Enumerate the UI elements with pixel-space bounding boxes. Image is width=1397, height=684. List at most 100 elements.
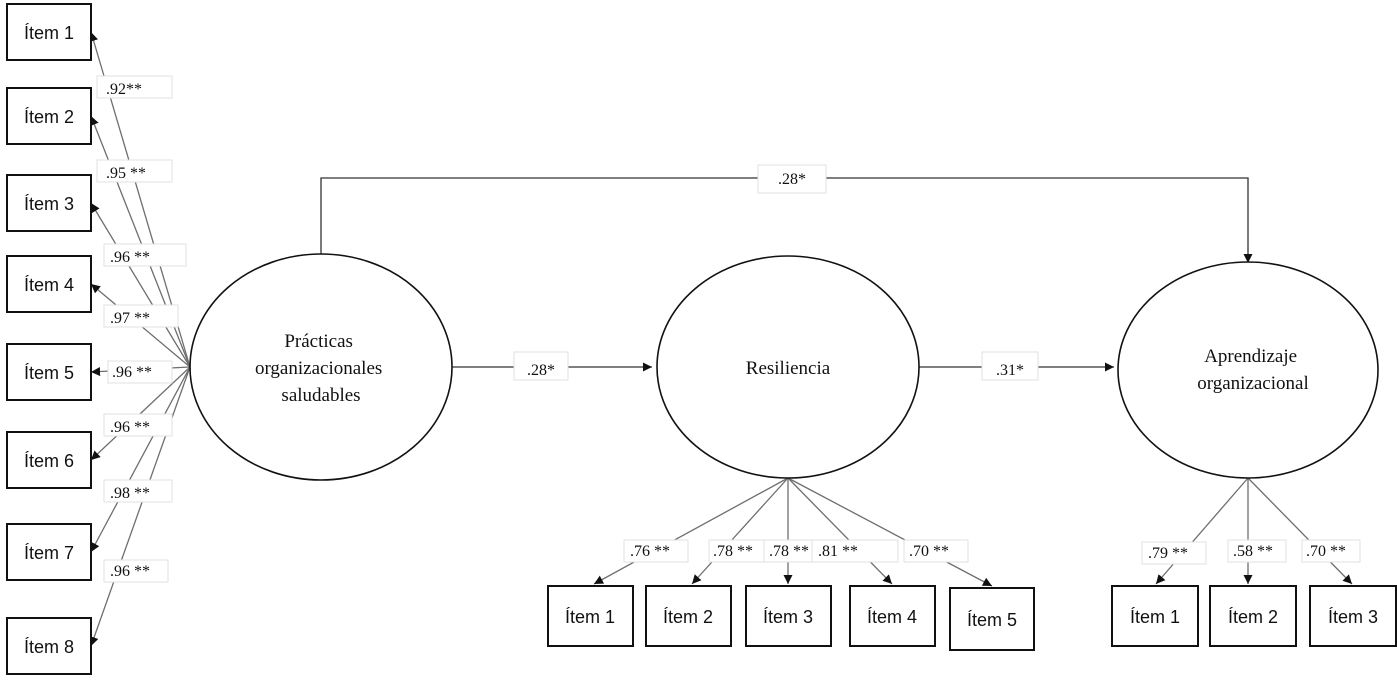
svg-text:.96 **: .96 ** bbox=[112, 364, 152, 381]
practicas-item-4: Ítem 4 bbox=[6, 255, 92, 313]
resiliencia-item-4: Ítem 4 bbox=[849, 585, 936, 647]
loading-label-r-1: .76 ** bbox=[623, 539, 689, 563]
svg-text:.70 **: .70 ** bbox=[909, 543, 949, 560]
loading-label-p-7: .98 ** bbox=[103, 479, 173, 503]
svg-text:.70 **: .70 ** bbox=[1306, 543, 1346, 560]
svg-text:.97 **: .97 ** bbox=[110, 310, 150, 327]
path-coefficient-labels: .28* .31* .28* bbox=[513, 164, 1039, 381]
latent-aprendizaje-line-1: Aprendizaje bbox=[1204, 346, 1297, 367]
svg-text:.58 **: .58 ** bbox=[1233, 543, 1273, 560]
loading-label-p-2: .95 ** bbox=[96, 159, 173, 183]
item-label: Ítem 4 bbox=[867, 607, 917, 627]
practicas-items: Ítem 1 Ítem 2 Ítem 3 Ítem 4 Ítem 5 Ítem … bbox=[6, 3, 92, 675]
practicas-item-1: Ítem 1 bbox=[6, 3, 92, 61]
latent-aprendizaje-line-2: organizacional bbox=[1197, 373, 1309, 394]
loading-line-p-item-7 bbox=[90, 366, 191, 553]
loading-line-r-item-5 bbox=[787, 477, 993, 587]
item-label: Ítem 1 bbox=[565, 607, 615, 627]
svg-text:.28*: .28* bbox=[778, 171, 806, 188]
resiliencia-loading-lines bbox=[593, 477, 993, 587]
loading-label-p-5: .96 ** bbox=[107, 360, 173, 384]
item-label: Ítem 5 bbox=[24, 363, 74, 383]
practicas-loading-labels: .92** .95 ** .96 ** .97 ** .96 ** .96 **… bbox=[96, 75, 187, 583]
aprendizaje-item-3: Ítem 3 bbox=[1309, 585, 1397, 647]
latent-practicas-line-1: Prácticas bbox=[284, 331, 353, 352]
svg-text:.92**: .92** bbox=[106, 81, 142, 98]
loading-line-p-item-8 bbox=[89, 366, 191, 647]
svg-text:.95 **: .95 ** bbox=[106, 165, 146, 182]
loading-label-r-5: .70 ** bbox=[903, 539, 969, 563]
practicas-item-3: Ítem 3 bbox=[6, 174, 92, 232]
resiliencia-item-3: Ítem 3 bbox=[745, 585, 832, 647]
practicas-item-8: Ítem 8 bbox=[6, 617, 92, 675]
svg-text:Prácticas organizacional: Prácticas organizacionales saludables bbox=[255, 331, 387, 406]
item-label: Ítem 2 bbox=[663, 607, 713, 627]
resiliencia-loading-labels: .76 ** .78 ** .78 ** .81 ** .70 ** bbox=[623, 539, 969, 563]
svg-text:Resiliencia: Resiliencia bbox=[746, 358, 831, 379]
item-label: Ítem 2 bbox=[1228, 607, 1278, 627]
practicas-item-2: Ítem 2 bbox=[6, 87, 92, 145]
loading-label-p-3: .96 ** bbox=[103, 243, 187, 267]
latent-resiliencia-line-1: Resiliencia bbox=[746, 358, 831, 379]
latent-aprendizaje: Aprendizaje organizacional bbox=[1117, 261, 1379, 479]
resiliencia-items: Ítem 1 Ítem 2 Ítem 3 Ítem 4 Ítem 5 bbox=[547, 585, 1035, 651]
loading-label-a-2: .58 ** bbox=[1227, 539, 1287, 563]
loading-line-r-item-1 bbox=[593, 477, 789, 585]
svg-text:Aprendizaje organizacion: Aprendizaje organizacional bbox=[1197, 346, 1309, 394]
loading-line-r-item-4 bbox=[787, 477, 893, 585]
svg-text:.96 **: .96 ** bbox=[110, 249, 150, 266]
item-label: Ítem 5 bbox=[967, 610, 1017, 630]
item-label: Ítem 6 bbox=[24, 451, 74, 471]
item-label: Ítem 3 bbox=[24, 194, 74, 214]
aprendizaje-loading-labels: .79 ** .58 ** .70 ** bbox=[1141, 539, 1361, 565]
svg-text:.76 **: .76 ** bbox=[630, 543, 670, 560]
item-label: Ítem 8 bbox=[24, 637, 74, 657]
svg-text:.81 **: .81 ** bbox=[818, 543, 858, 560]
aprendizaje-item-1: Ítem 1 bbox=[1111, 585, 1199, 647]
svg-text:.28*: .28* bbox=[527, 362, 555, 379]
item-label: Ítem 1 bbox=[24, 23, 74, 43]
latent-practicas-line-3: saludables bbox=[281, 385, 360, 406]
resiliencia-item-5: Ítem 5 bbox=[949, 587, 1035, 651]
loading-line-a-item-1 bbox=[1155, 477, 1249, 585]
item-label: Ítem 2 bbox=[24, 107, 74, 127]
loading-label-r-4: .81 ** bbox=[811, 539, 899, 563]
svg-text:.96 **: .96 ** bbox=[110, 419, 150, 436]
loading-label-r-3: .78 ** bbox=[763, 539, 827, 563]
loading-label-a-3: .70 ** bbox=[1301, 539, 1361, 563]
loading-label-p-1: .92** bbox=[96, 75, 173, 99]
path-coef-practicas-resiliencia: .28* bbox=[513, 351, 569, 381]
item-label: Ítem 3 bbox=[1328, 607, 1378, 627]
resiliencia-item-1: Ítem 1 bbox=[547, 585, 634, 647]
aprendizaje-items: Ítem 1 Ítem 2 Ítem 3 bbox=[1111, 585, 1397, 647]
practicas-item-5: Ítem 5 bbox=[6, 343, 92, 401]
resiliencia-item-2: Ítem 2 bbox=[645, 585, 732, 647]
svg-text:.79 **: .79 ** bbox=[1148, 545, 1188, 562]
loading-label-p-4: .97 ** bbox=[103, 304, 179, 328]
svg-text:.96 **: .96 ** bbox=[110, 563, 150, 580]
loading-line-a-item-3 bbox=[1247, 477, 1353, 585]
latent-practicas: Prácticas organizacionales saludables bbox=[189, 253, 453, 481]
loading-line-p-item-2 bbox=[90, 115, 191, 368]
loading-label-p-6: .96 ** bbox=[103, 413, 173, 437]
loading-label-p-8: .96 ** bbox=[103, 559, 169, 583]
practicas-item-7: Ítem 7 bbox=[6, 523, 92, 581]
item-label: Ítem 7 bbox=[24, 543, 74, 563]
loading-label-a-1: .79 ** bbox=[1141, 541, 1207, 565]
path-coef-practicas-aprendizaje: .28* bbox=[757, 164, 827, 194]
svg-text:.78 **: .78 ** bbox=[769, 543, 809, 560]
svg-text:.78 **: .78 ** bbox=[713, 543, 753, 560]
latent-practicas-line-2: organizacionales bbox=[255, 358, 382, 379]
practicas-loading-lines bbox=[89, 31, 191, 647]
svg-text:.98 **: .98 ** bbox=[110, 485, 150, 502]
loading-line-p-item-3 bbox=[90, 202, 191, 368]
loading-line-r-item-2 bbox=[691, 477, 789, 585]
path-coef-resiliencia-aprendizaje: .31* bbox=[981, 351, 1039, 381]
aprendizaje-item-2: Ítem 2 bbox=[1209, 585, 1297, 647]
practicas-item-6: Ítem 6 bbox=[6, 431, 92, 489]
svg-text:.31*: .31* bbox=[996, 362, 1024, 379]
item-label: Ítem 1 bbox=[1130, 607, 1180, 627]
latent-resiliencia: Resiliencia bbox=[656, 255, 920, 479]
loading-label-r-2: .78 ** bbox=[708, 539, 766, 563]
